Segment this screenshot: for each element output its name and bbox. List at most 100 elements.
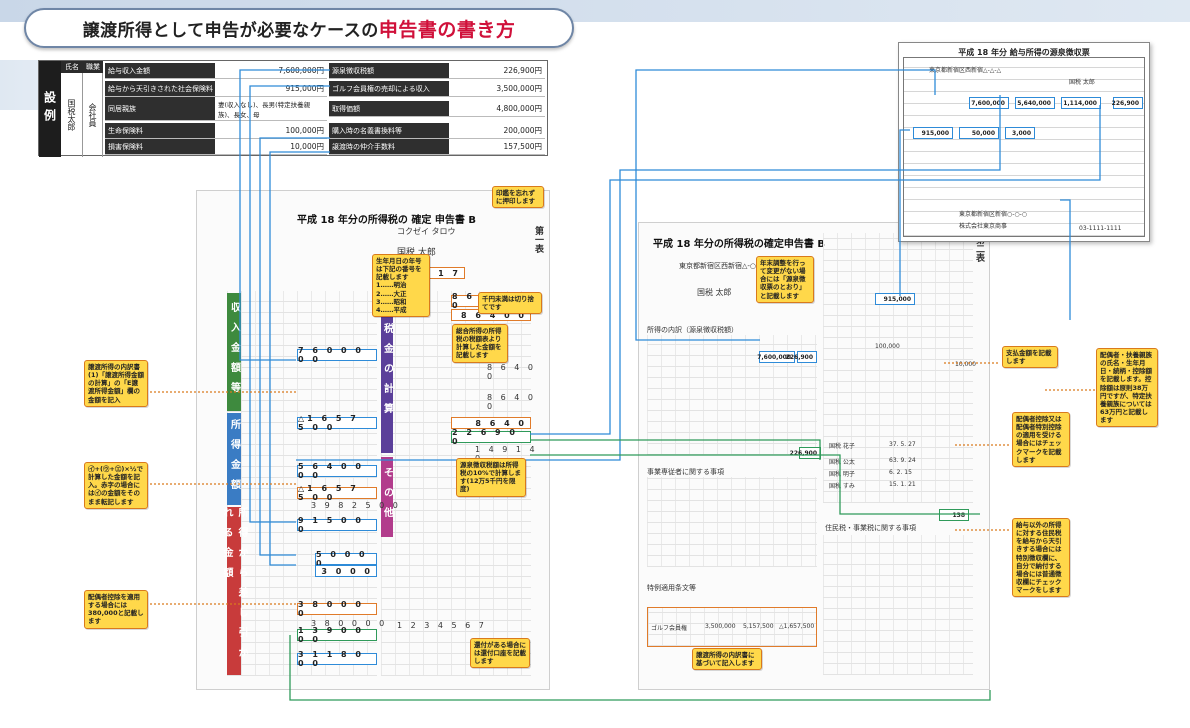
ex-row-right-0: 源泉徴収税額 226,900円 — [329, 63, 545, 79]
b2-transfer-a: 3,500,000 — [705, 623, 736, 630]
dep-name-3: 国税 すみ — [829, 483, 855, 490]
b2-transfer-c: △1,657,500 — [779, 623, 815, 630]
col-name-header: 氏名 — [61, 61, 83, 73]
callout-breakdown: 譲渡所得の内訳書に基づいて記入します — [692, 648, 762, 671]
total-income: 3 9 8 2 5 0 0 — [311, 501, 401, 510]
ded-total2-field: 3 1 1 8 0 0 0 — [297, 650, 377, 668]
callout-year-end: 年末調整を行って変更がない場合には「源泉徴収票のとおり」と記載します — [756, 256, 814, 303]
b2-business-grid — [647, 477, 817, 567]
callout-refund: 還付がある場合には還付口座を記載します — [470, 638, 530, 669]
transfer-loss2-field: △1 6 5 7 5 0 0 — [297, 484, 377, 502]
dep-name-1: 国税 公太 — [829, 459, 855, 466]
b2-residential-grid — [823, 535, 973, 675]
bar-other: その他 — [381, 457, 393, 537]
callout-round: 千円未満は切り捨てです — [478, 292, 542, 315]
callout-dependents: 配偶者・扶養親族の氏名・生年月日・続柄・控除額を記載します。控除額は原則38万円… — [1096, 348, 1158, 428]
receipt-tax: 226,900 — [1112, 97, 1143, 109]
person-job: 会社員 — [83, 73, 103, 157]
b2-life-ins: 100,000 — [875, 343, 900, 350]
b2-social-ins: 915,000 — [875, 293, 915, 305]
b2-salary-section: 所得の内訳（源泉徴収税額） — [647, 326, 738, 334]
receipt-address: 東京都新宿区西新宿△-△-△ — [929, 67, 1002, 74]
form-b1-sheet-label: 第一表 — [533, 226, 543, 253]
callout-spouse-check: 配偶者控除又は配偶者特別控除の適用を受ける場合にはチェックマークを記載します — [1012, 412, 1070, 467]
form-b2-title: 平成 18 年分の所得税の確定申告書 B — [653, 239, 825, 250]
b2-withholding: 226,900 — [786, 351, 817, 363]
callout-spouse: 配偶者控除を適用する場合には380,000と記載します — [84, 590, 148, 629]
damage-ins-field: 3 0 0 0 — [315, 565, 377, 577]
social-ins-field: 9 1 5 0 0 0 — [297, 516, 377, 534]
b2-special-section: 特例適用条文等 — [647, 584, 696, 592]
bar-tax-calc: 税金の計算 — [381, 293, 393, 453]
b2-damage-ins: 10,000 — [955, 361, 976, 368]
receipt-social: 915,000 — [913, 127, 953, 139]
person-name: 国税太郎 — [61, 73, 83, 157]
spouse-ded-field: 3 8 0 0 0 0 — [297, 600, 377, 618]
b2-residential-section: 住民税・事業税に関する事項 — [825, 524, 916, 532]
receipt-ded-total: 1,114,000 — [1061, 97, 1101, 109]
dep-birth-3: 15. 1. 21 — [889, 481, 916, 488]
withholding-field: 2 2 6 9 0 0 — [451, 428, 531, 446]
ded-total-field: 1 3 9 0 0 0 0 — [297, 626, 377, 644]
salary-income-field: 7 6 0 0 0 0 0 — [297, 346, 377, 364]
callout-resident-tax: 給与以外の所得に対する住民税を給与から天引きする場合には特別徴収欄に、自分で納付… — [1012, 518, 1070, 598]
ex-row-right-4: 譲渡時の仲介手数料 157,500円 — [329, 139, 545, 155]
receipt-life: 50,000 — [959, 127, 999, 139]
transfer-loss-field: △1 6 5 7 5 0 0 — [297, 414, 377, 432]
tax1-c: 8 6 4 0 0 — [487, 393, 536, 411]
basic-ded: 3 8 0 0 0 0 — [311, 619, 388, 628]
ex-row-left-4: 損害保険料 10,000円 — [105, 139, 327, 155]
withholding-receipt: 平成 18 年分 給与所得の源泉徴収票 東京都新宿区西新宿△-△-△ 国税 太郎… — [898, 42, 1150, 242]
callout-transfer-income: 譲渡所得の内訳書(1)「譲渡所得金額の計算」の「E譲渡所得金額」欄の金額を記入 — [84, 360, 148, 407]
ex-row-left-1: 給与から天引きされた社会保険料 915,000円 — [105, 81, 327, 97]
ex-row-left-0: 給与収入金額 7,600,000円 — [105, 63, 327, 79]
callout-tax-table: 総合所得の所得税の税額表より計算した金額を記載します — [452, 324, 508, 363]
title-red: 申告書の書き方 — [378, 18, 516, 41]
receipt-pay: 7,600,000 — [969, 97, 1009, 109]
dep-name-2: 国税 明子 — [829, 471, 855, 478]
receipt-company: 株式会社東京商事 — [959, 223, 1008, 230]
example-table: 設例 氏名 職業 国税太郎 会社員 給与収入金額 7,600,000円 給与から… — [38, 60, 548, 157]
callout-seal: 印鑑を忘れずに押印します — [492, 186, 544, 209]
form-b1-title: 平成 18 年分の所得税の 確定 申告書 B — [297, 215, 476, 226]
form-b1-furigana: コクゼイ タロウ — [397, 227, 456, 236]
receipt-after-ded: 5,640,000 — [1015, 97, 1055, 109]
example-side-label: 設例 — [39, 61, 61, 157]
b2-business-section: 事業専従者に関する事項 — [647, 468, 724, 476]
dep-birth-0: 37. 5. 27 — [889, 441, 916, 448]
b2-transfer-label: ゴルフ会員権 — [651, 625, 688, 632]
receipt-payer: 東京都新宿区新宿○-○-○ — [959, 211, 1028, 218]
bar-deductions: 所得から差し引かれる金額 — [221, 507, 247, 675]
salary-income-amt-field: 5 6 4 0 0 0 0 — [297, 462, 377, 480]
bar-income: 収入金額等 — [227, 293, 241, 411]
b2-transfer-b: 5,157,500 — [743, 623, 774, 630]
dep-birth-1: 63. 9. 24 — [889, 457, 916, 464]
account-number: 1 2 3 4 5 6 7 — [397, 621, 487, 630]
callout-payment: 支払金額を記載します — [1002, 346, 1058, 369]
receipt-name: 国税 太郎 — [1069, 79, 1095, 86]
receipt-phone: 03-1111-1111 — [1079, 225, 1122, 232]
receipt-damage: 3,000 — [1005, 127, 1035, 139]
bar-shotoku: 所得金額 — [227, 413, 241, 505]
page-title: 譲渡所得として申告が必要なケースの申告書の書き方 — [24, 8, 574, 48]
life-ins-field: 5 0 0 0 0 — [315, 550, 377, 568]
ex-row-right-1: ゴルフ会員権の売却による収入 3,500,000円 — [329, 81, 545, 97]
b2-withholding-total: 226,900 — [790, 447, 821, 459]
b2-address: 東京都新宿区西新宿△-○ — [679, 262, 757, 270]
callout-formula: ㋑+(㋒+㋓)×½で計算した金額を記入。赤字の場合には㋑の金額をそのまま転記しま… — [84, 462, 148, 509]
col-job-header: 職業 — [83, 61, 103, 73]
receipt-title: 平成 18 年分 給与所得の源泉徴収票 — [958, 48, 1090, 57]
ex-row-right-3: 購入時の名義書換料等 200,000円 — [329, 123, 545, 139]
dep-name-0: 国税 花子 — [829, 443, 855, 450]
dep-birth-2: 6. 2. 15 — [889, 469, 912, 476]
b2-name: 国税 太郎 — [697, 288, 732, 297]
form-b-page2: 平成 18 年分の所得税の確定申告書 B 第二表 東京都新宿区西新宿△-○ 国税… — [638, 222, 990, 690]
title-main: 譲渡所得として申告が必要なケースの — [82, 20, 379, 41]
ex-row-right-2: 取得価額 4,800,000円 — [329, 101, 545, 117]
b2-dependents-total: 138 — [939, 509, 969, 521]
callout-withholding: 源泉徴収税額は所得税の10%で計算します(12万5千円を限度) — [456, 458, 526, 497]
ex-row-left-2: 同居親族 妻(収入なし)、長男(特定扶養親族)、長女、母 — [105, 97, 327, 121]
ex-row-left-3: 生命保険料 100,000円 — [105, 123, 327, 139]
callout-era: 生年月日の年号は下記の番号を記載します 1……明治 2……大正 3……昭和 4…… — [372, 254, 430, 317]
tax1-b: 8 6 4 0 0 — [487, 363, 536, 381]
